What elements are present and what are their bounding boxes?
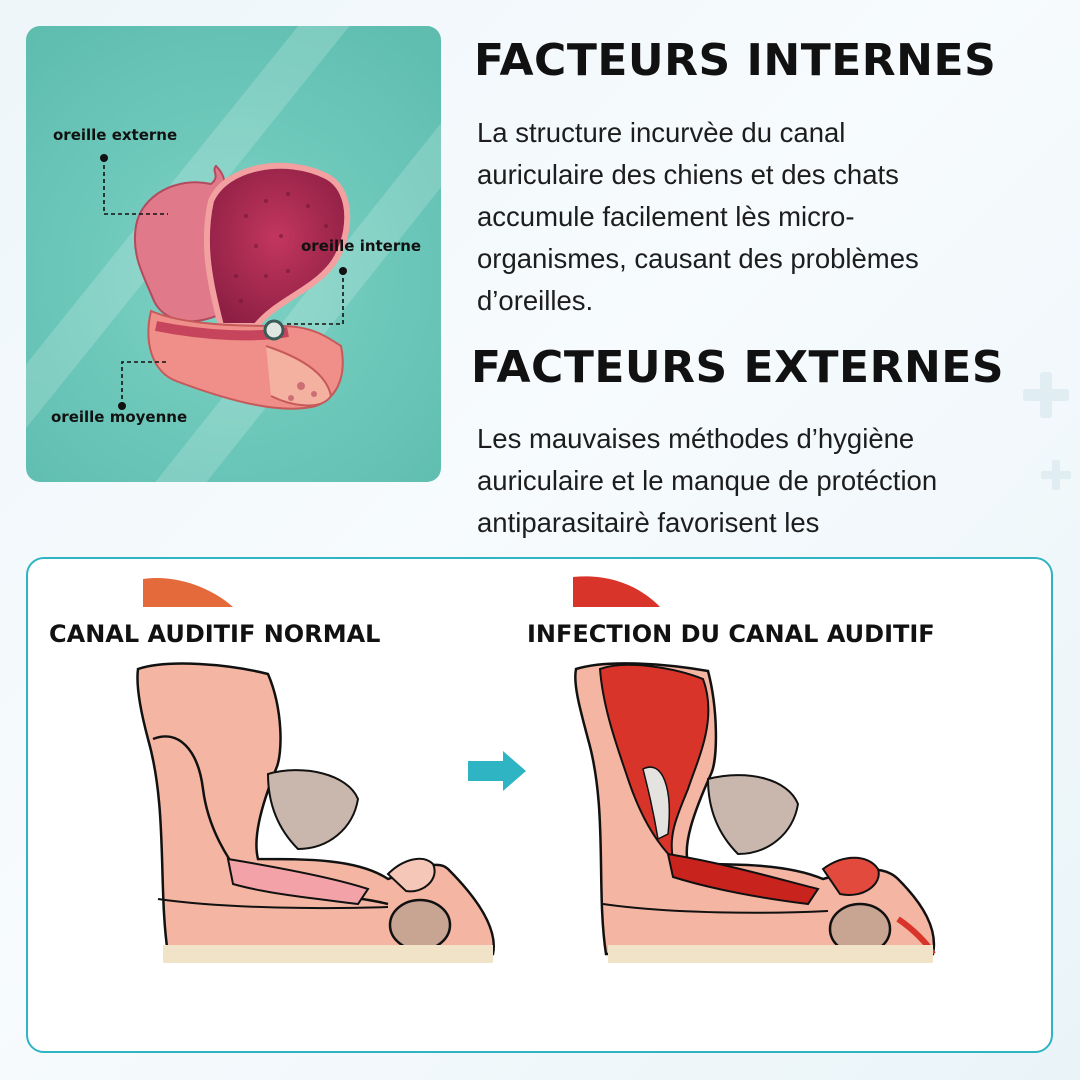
internal-factors-text: La structure incurvèe du canal auriculai… xyxy=(477,112,919,322)
ear-canal-comparison-box: CANAL AUDITIF NORMAL INFECTION DU CANAL … xyxy=(26,557,1053,1053)
infection-area xyxy=(598,663,710,863)
label-middle-ear: oreille moyenne xyxy=(51,408,188,426)
text-line: auriculaire et le manque de protéction xyxy=(477,465,938,496)
text-line: organismes, causant des problèmes xyxy=(477,243,919,274)
arrow-right-icon xyxy=(468,751,526,791)
label-inner-ear: oreille interne xyxy=(301,237,422,255)
text-line: antiparasitairè favorisent les xyxy=(477,507,820,538)
ear-anatomy-panel: oreille externe oreille interne oreille … xyxy=(26,26,441,482)
ear-anatomy-illustration xyxy=(26,26,441,482)
text-line: auriculaire des chiens et des chats xyxy=(477,159,899,190)
text-line: d’oreilles. xyxy=(477,285,594,316)
ear-canal-comparison-illustration xyxy=(136,576,936,963)
label-normal-ear-canal: CANAL AUDITIF NORMAL xyxy=(49,620,381,648)
text-line: Les mauvaises méthodes d’hygiène xyxy=(477,423,915,454)
infected-ear-canal-drawing xyxy=(573,576,936,963)
heading-internal-factors: FACTEURS INTERNES xyxy=(474,35,997,86)
eardrum-ring xyxy=(263,319,285,341)
normal-ear-canal-drawing xyxy=(136,578,496,963)
external-factors-text: Les mauvaises méthodes d’hygiène auricul… xyxy=(477,418,937,544)
heading-external-factors: FACTEURS EXTERNES xyxy=(471,342,1005,393)
text-line: La structure incurvèe du canal xyxy=(477,117,846,148)
text-line: accumule facilement lès micro- xyxy=(477,201,855,232)
inner-ear-shape xyxy=(203,162,351,329)
label-infected-ear-canal: INFECTION DU CANAL AUDITIF xyxy=(527,620,935,648)
label-outer-ear: oreille externe xyxy=(53,126,178,144)
